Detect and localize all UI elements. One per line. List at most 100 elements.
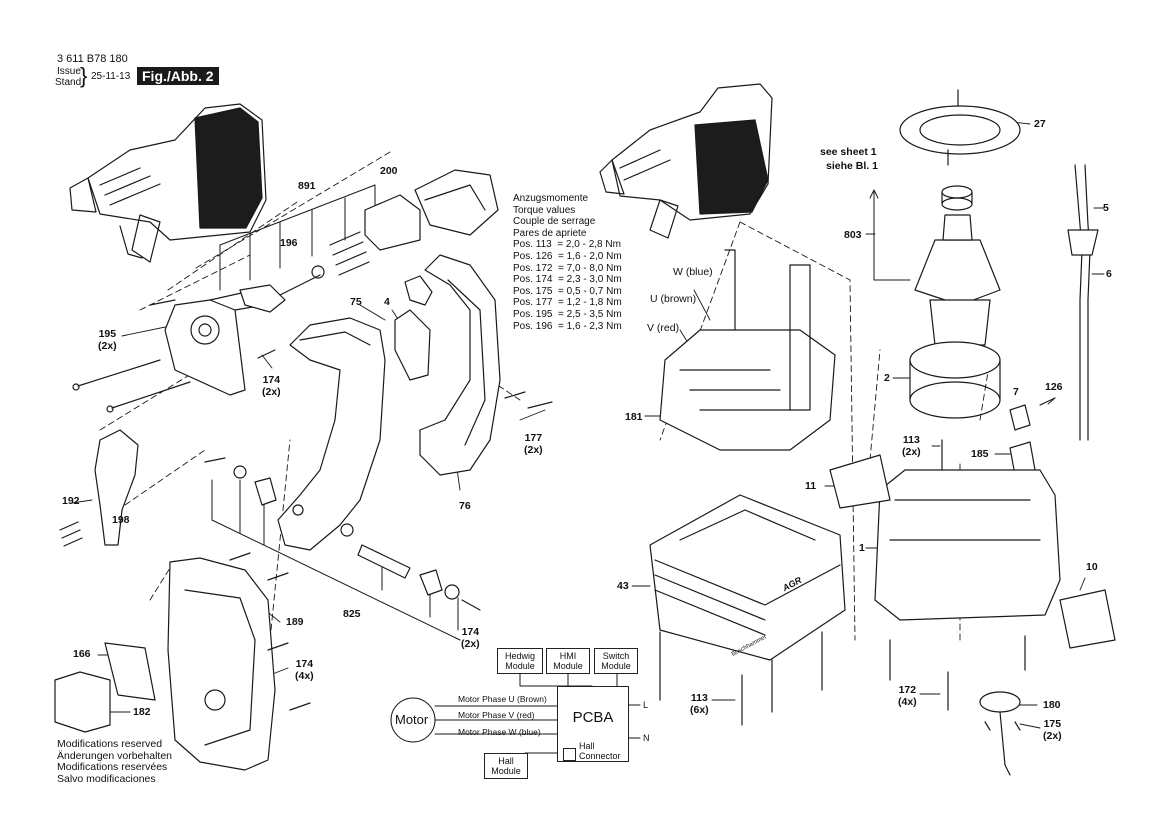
pcba-label: PCBA: [572, 709, 614, 726]
screws-174-top: [257, 349, 276, 359]
part-label-11: 11: [805, 480, 817, 492]
torque-table: Anzugsmomente Torque values Couple de se…: [513, 193, 622, 332]
handle-75: [277, 317, 386, 551]
phase-v-label: Motor Phase V (red): [458, 710, 535, 720]
stator-2: [909, 341, 1001, 419]
module-182: [54, 671, 111, 733]
part-label-7: 7: [1013, 386, 1019, 398]
modifications-fr: Modifications reservées: [57, 761, 168, 774]
part-label-803: 803: [844, 229, 862, 241]
hmi-module-box: HMI Module: [546, 648, 590, 674]
shaft-825-parts: [204, 457, 481, 611]
phase-u-label: Motor Phase U (Brown): [458, 694, 547, 704]
label-sheet-11: [829, 454, 891, 509]
screws-113-bottom: [659, 439, 943, 726]
wire-w-label: W (blue): [673, 266, 713, 278]
part-label-185: 185: [971, 448, 989, 460]
screws-174-lower: [229, 552, 311, 711]
callout-brackets: [211, 184, 461, 641]
part-label-182: 182: [133, 706, 151, 718]
part-label-172: 172 (4x): [898, 684, 917, 708]
part-label-75: 75: [350, 296, 362, 308]
part-label-4: 4: [384, 296, 390, 308]
part-label-200: 200: [380, 165, 398, 177]
piston-parts: [239, 194, 421, 313]
see-sheet-arrow: [873, 191, 911, 281]
hall-module-line2: Module: [491, 766, 521, 776]
handle-half-76: [419, 254, 501, 476]
part-label-174-b: 174 (2x): [461, 626, 480, 650]
terminal-n-label: N: [643, 733, 650, 743]
motor-label: Motor: [395, 712, 429, 727]
modifications-es: Salvo modificaciones: [57, 772, 156, 785]
hall-connector-label: Hall Connector: [563, 741, 641, 761]
screws-172: [889, 635, 1026, 711]
torque-heading-fr: Couple de serrage: [513, 216, 596, 228]
hedwig-module-line1: Hedwig: [504, 651, 535, 661]
switch-module-box: Switch Module: [594, 648, 638, 674]
torque-row: Pos. 175 = 0,5 - 0,7 Nm: [513, 285, 622, 297]
torque-row: Pos. 113 = 2,0 - 2,8 Nm: [513, 239, 621, 251]
electronic-module-181: [659, 249, 836, 451]
screws-177: [504, 391, 553, 409]
screws-195: [72, 299, 191, 413]
part-label-825: 825: [343, 608, 361, 620]
see-sheet-en: see sheet 1: [820, 146, 877, 158]
part-label-175: 175 (2x): [1043, 718, 1062, 742]
knob-180: [979, 691, 1021, 776]
part-label-113-a: 113 (2x): [902, 434, 921, 458]
hall-module-line1: Hall: [498, 756, 514, 766]
phase-w-label: Motor Phase W (blue): [458, 727, 541, 737]
hammer-drill-thumbnail-left: [69, 103, 267, 263]
modifications-de: Änderungen vorbehalten: [57, 749, 173, 762]
parts-7-185-126: [1009, 397, 1056, 476]
terminal-l-label: L: [643, 700, 649, 710]
block-diagram-wiring: [390, 671, 641, 761]
torque-heading-en: Torque values: [513, 204, 576, 216]
wire-u-label: U (brown): [650, 293, 697, 305]
part-label-43: 43: [617, 580, 629, 592]
cable-5-6: [1067, 164, 1099, 441]
part-label-891: 891: [298, 180, 316, 192]
part-label-10: 10: [1086, 561, 1098, 573]
wire-v-label: V (red): [647, 322, 680, 334]
torque-row: Pos. 126 = 1,6 - 2,0 Nm: [513, 250, 622, 262]
figure-badge: Fig./Abb. 2: [137, 67, 219, 85]
issue-date: 25-11-13: [91, 71, 131, 82]
switch-module-line2: Module: [601, 661, 631, 671]
armature-803: [914, 214, 1001, 346]
part-label-181: 181: [625, 411, 643, 423]
see-sheet-de: siehe Bl. 1: [826, 160, 878, 172]
part-label-174-c: 174 (4x): [295, 658, 314, 682]
hmi-module-line1: HMI: [559, 651, 577, 661]
modifications-en: Modifications reserved: [57, 738, 163, 750]
part-label-166: 166: [73, 648, 91, 660]
switch-module-line1: Switch: [602, 651, 630, 661]
issue-label: Issue: [57, 66, 81, 77]
hmi-module-line2: Module: [553, 661, 583, 671]
torque-heading-de: Anzugsmomente: [513, 193, 589, 204]
part-label-5: 5: [1103, 202, 1109, 214]
hall-connector-line2: Connector: [579, 751, 621, 761]
doc-number: 3 611 B78 180: [57, 53, 128, 65]
hall-module-box: Hall Module: [484, 753, 528, 779]
part-label-6: 6: [1106, 268, 1112, 280]
part-label-180: 180: [1043, 699, 1061, 711]
part-label-27: 27: [1034, 118, 1046, 130]
hedwig-module-box: Hedwig Module: [497, 648, 543, 674]
motor-housing-1: [874, 469, 1061, 621]
brace: }: [80, 63, 88, 88]
brush-holder-198: [59, 429, 139, 547]
part-label-196: 196: [280, 237, 298, 249]
part-label-195: 195 (2x): [98, 328, 117, 352]
part-label-192: 192: [62, 495, 80, 507]
bottom-cover-43: [649, 494, 846, 661]
bearing: [941, 185, 973, 211]
torque-heading-es: Pares de apriete: [513, 227, 587, 239]
part-label-76: 76: [459, 500, 471, 512]
part-label-113-b: 113 (6x): [690, 692, 709, 716]
torque-row: Pos. 196 = 1,6 - 2,3 Nm: [513, 320, 622, 332]
label-sheet-10: [1059, 589, 1116, 649]
part-label-1: 1: [859, 542, 865, 554]
